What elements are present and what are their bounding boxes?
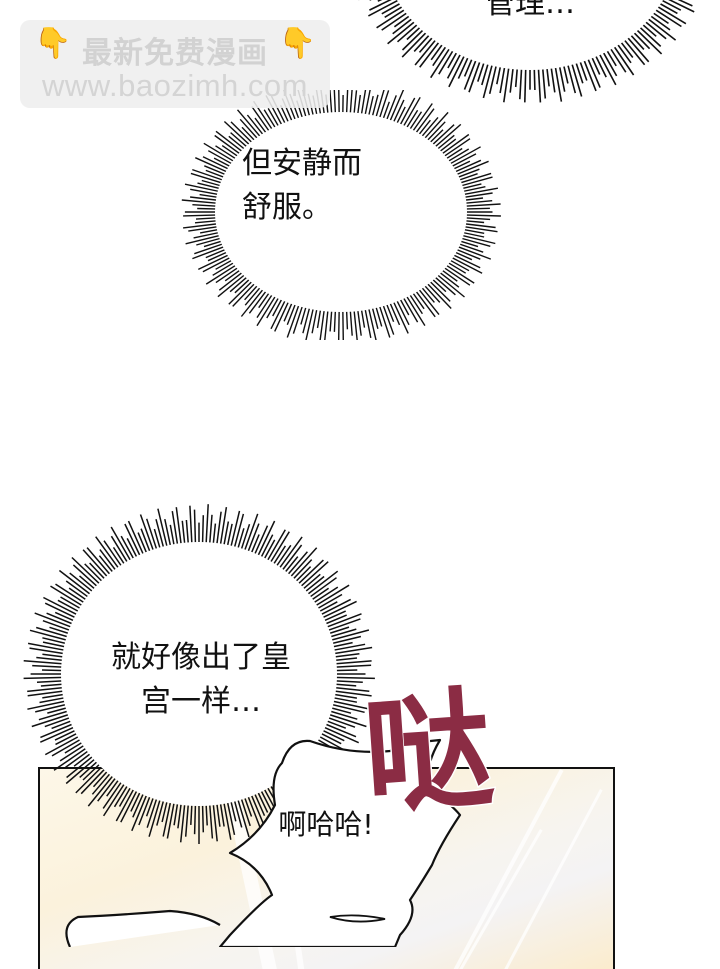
- sfx-glyph: 哒: [356, 672, 496, 822]
- pointing-down-hand-icon: 👇: [279, 26, 316, 61]
- bubble-text-quiet: 但安静而 舒服。: [242, 142, 442, 230]
- svg-text:哒: 哒: [359, 675, 496, 822]
- watermark-badge: 👇 最新免费漫画 👇 www.baozimh.com: [20, 20, 330, 108]
- sound-effect: 哒: [356, 672, 496, 822]
- bubble-text-top: 管理…: [400, 0, 660, 26]
- bubble-text-palace: 就好像出了皇 宫一样…: [56, 636, 346, 724]
- thought-bubble-quiet: 但安静而 舒服。: [176, 90, 506, 340]
- watermark-url: www.baozimh.com: [20, 68, 330, 104]
